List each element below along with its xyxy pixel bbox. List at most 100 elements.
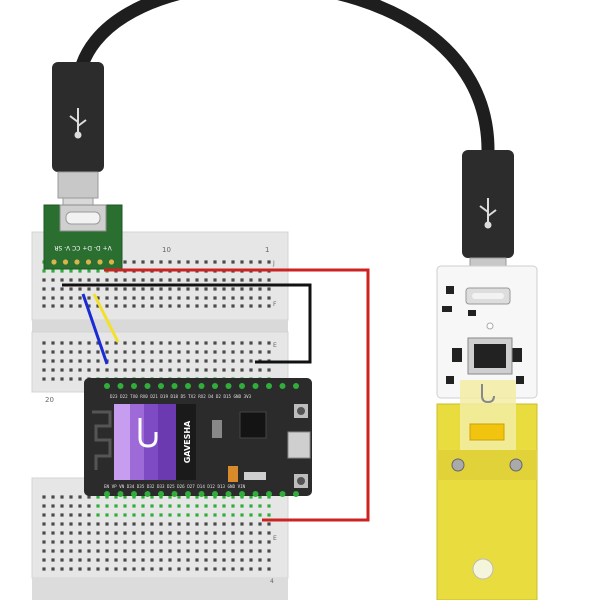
breadboard-hole: [195, 531, 199, 535]
breadboard-hole: [231, 504, 235, 508]
breadboard-hole: [168, 278, 172, 282]
breadboard-hole: [222, 531, 226, 535]
breadboard-hole: [141, 341, 145, 345]
breadboard-hole: [69, 341, 73, 345]
breadboard-hole: [249, 531, 253, 535]
breadboard-hole: [213, 304, 217, 308]
breadboard-hole: [222, 368, 226, 372]
board-pin: [171, 491, 178, 497]
board-pin: [239, 491, 245, 497]
breadboard-hole: [150, 260, 154, 264]
breadboard-hole: [249, 287, 253, 291]
board-pin: [158, 383, 164, 389]
breadboard-hole: [123, 513, 127, 517]
breadboard-hole: [42, 341, 46, 345]
breadboard-hole: [231, 296, 235, 300]
board-pin: [158, 491, 164, 497]
breadboard-hole: [168, 504, 172, 508]
breadboard-hole: [51, 558, 55, 562]
wire-black: [62, 283, 312, 364]
breadboard-hole: [240, 567, 244, 571]
breadboard-hole: [69, 296, 73, 300]
breadboard-hole: [177, 341, 181, 345]
breadboard-hole: [150, 495, 154, 499]
board-pin: [198, 491, 205, 497]
breadboard-hole: [69, 549, 73, 553]
breadboard-hole: [51, 495, 55, 499]
board-brand: GAVESHA: [183, 420, 192, 463]
breadboard-hole: [60, 567, 64, 571]
breadboard-hole: [240, 260, 244, 264]
breadboard-hole: [132, 531, 136, 535]
row-label-e-lower: E: [273, 535, 277, 542]
breadboard-hole: [150, 558, 154, 562]
breadboard-hole: [123, 504, 127, 508]
breadboard-hole: [231, 549, 235, 553]
breadboard-hole: [195, 540, 199, 544]
usb-c-breakout: V+ D- D+ CC V- SR: [43, 204, 123, 270]
breadboard-hole: [267, 304, 271, 308]
breadboard-hole: [69, 558, 73, 562]
breadboard-hole: [123, 350, 127, 354]
breadboard-hole: [186, 504, 190, 508]
breadboard-hole: [159, 558, 163, 562]
breadboard-hole: [177, 296, 181, 300]
breadboard-hole: [186, 549, 190, 553]
reset-button[interactable]: [294, 404, 308, 418]
breadboard-hole: [231, 359, 235, 363]
breadboard-hole: [204, 513, 208, 517]
breadboard-hole: [96, 531, 100, 535]
breadboard-hole: [105, 513, 109, 517]
board-pin: [131, 491, 137, 497]
breadboard-hole: [186, 278, 190, 282]
breadboard-hole: [222, 287, 226, 291]
breadboard-hole: [168, 341, 172, 345]
breadboard-hole: [258, 513, 262, 517]
breadboard-hole: [204, 278, 208, 282]
breadboard-hole: [231, 540, 235, 544]
breadboard-hole: [78, 269, 82, 273]
breadboard-hole: [78, 495, 82, 499]
breadboard-hole: [87, 287, 91, 291]
breadboard-hole: [42, 304, 46, 308]
breadboard-hole: [222, 296, 226, 300]
breadboard-hole: [123, 567, 127, 571]
board-top-pin-labels: D23 D22 TX0 RX0 D21 D19 D18 D5 TX2 RX2 D…: [110, 394, 252, 399]
breakout-pin-labels: V+ D- D+ CC V- SR: [54, 244, 111, 251]
breadboard-hole: [141, 278, 145, 282]
breadboard-hole: [87, 558, 91, 562]
breadboard-hole: [141, 287, 145, 291]
breadboard-hole: [258, 540, 262, 544]
breadboard-hole: [258, 522, 262, 526]
breadboard-hole: [60, 377, 64, 381]
breadboard-hole: [150, 287, 154, 291]
board-pin: [104, 383, 110, 389]
breadboard-hole: [249, 549, 253, 553]
breadboard-hole: [69, 495, 73, 499]
board-pin: [104, 491, 110, 497]
breadboard-hole: [249, 567, 253, 571]
breadboard-hole: [213, 296, 217, 300]
breadboard-hole: [240, 522, 244, 526]
breadboard-hole: [78, 350, 82, 354]
boot-button[interactable]: [294, 474, 308, 488]
breadboard-hole: [87, 359, 91, 363]
breadboard-hole: [195, 567, 199, 571]
breadboard-hole: [96, 278, 100, 282]
usb-plug-left: [52, 62, 104, 211]
breadboard-hole: [51, 296, 55, 300]
breadboard-hole: [96, 368, 100, 372]
breadboard-hole: [51, 287, 55, 291]
breadboard-hole: [60, 558, 64, 562]
breadboard-hole: [213, 278, 217, 282]
breadboard-hole: [168, 296, 172, 300]
breadboard-hole: [51, 504, 55, 508]
breadboard-hole: [96, 359, 100, 363]
breadboard-hole: [222, 304, 226, 308]
breadboard-hole: [195, 359, 199, 363]
breadboard-hole: [105, 350, 109, 354]
breadboard-hole: [51, 278, 55, 282]
breadboard-hole: [240, 350, 244, 354]
breadboard-hole: [213, 513, 217, 517]
board-pin: [185, 491, 191, 497]
